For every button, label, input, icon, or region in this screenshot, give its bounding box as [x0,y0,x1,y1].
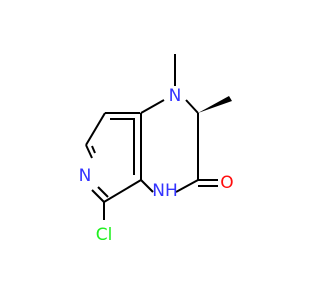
bond-c7-n6-inner [91,145,96,154]
atom-n6: N [79,166,92,186]
bond-c8a-n1 [140,99,165,114]
structure-canvas: N NH N Cl O [78,54,234,245]
bond-c8-c7 [85,112,106,146]
bond-c7-n6 [85,144,93,159]
molecule-drawing: N NH N Cl O [79,54,234,245]
atom-cl: Cl [96,225,113,245]
bond-c5-c4a [103,179,142,203]
bond-c3-n4 [175,179,199,193]
bond-n1-c2 [185,99,199,114]
bond-n4-c4a [140,179,154,193]
atom-n4: NH [152,181,178,201]
atom-o: O [220,173,233,193]
bond-n6-c5-inner [97,186,109,198]
atom-n1: N [169,86,182,106]
wedge-bond-c2-methyl [198,96,232,113]
bond-n6-c5 [91,189,105,203]
